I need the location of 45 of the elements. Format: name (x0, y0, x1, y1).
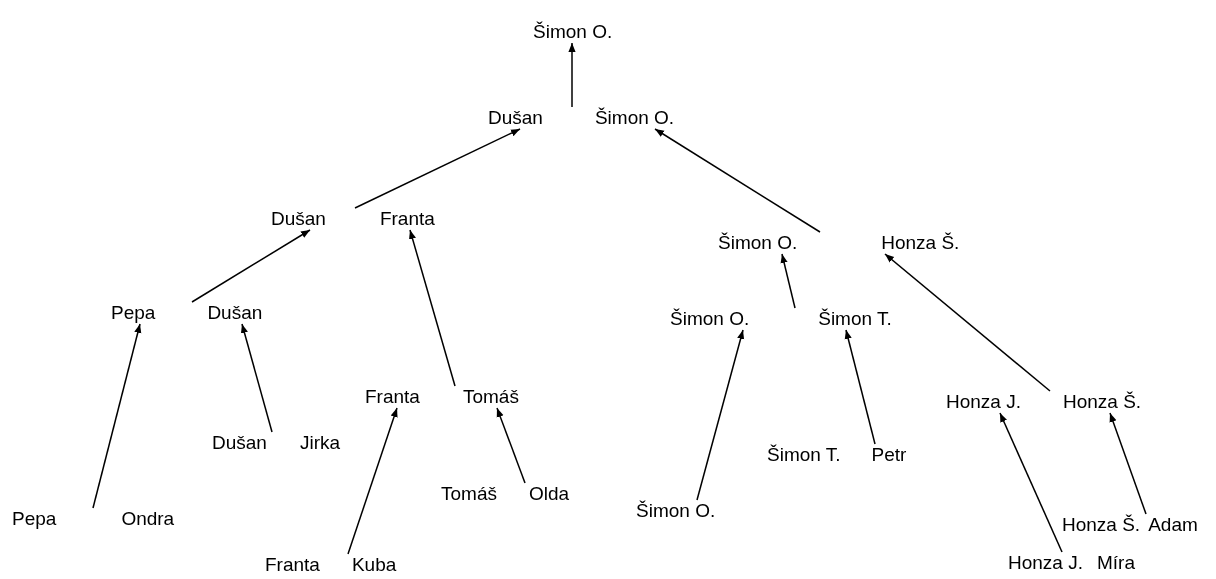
player-name: Dušan (271, 208, 326, 230)
arrow (354, 128, 521, 209)
player-name: Dušan (212, 432, 267, 454)
player-name: Šimon O. (636, 500, 716, 522)
player-name: Honza Š. (881, 232, 960, 254)
arrow (884, 253, 1051, 392)
player-name: Šimon O. (718, 232, 798, 254)
player-name: Tomáš (462, 386, 519, 408)
player-name: Adam (1148, 514, 1198, 536)
player-name: Franta (379, 208, 435, 230)
player-name: Honza Š. (1063, 391, 1142, 413)
arrow (696, 329, 745, 501)
arrow (844, 329, 876, 445)
player-name: Šimon O. (533, 21, 613, 43)
player-name: Jirka (299, 432, 341, 454)
arrow (496, 407, 526, 484)
player-name: Franta (365, 386, 420, 408)
arrow (191, 229, 311, 303)
player-name: Honza Š. (1062, 514, 1141, 536)
player-name: Ondra (121, 508, 175, 530)
player-name: Honza J. (1008, 552, 1083, 574)
player-name: Dušan (488, 107, 543, 129)
player-name: Petr (871, 444, 907, 466)
player-name: Pepa (111, 302, 156, 324)
arrow (780, 253, 796, 309)
arrow (347, 407, 398, 555)
arrow (1109, 412, 1147, 515)
arrow (999, 412, 1063, 553)
player-name: Tomáš (441, 483, 497, 505)
player-name: Franta (265, 554, 320, 576)
arrow (409, 229, 456, 387)
arrow (568, 42, 576, 108)
arrow (654, 128, 821, 233)
player-name: Míra (1097, 552, 1135, 574)
player-name: Honza J. (946, 391, 1021, 413)
player-name: Šimon O. (594, 107, 675, 129)
player-name: Šimon O. (670, 308, 750, 330)
player-name: Pepa (12, 508, 57, 530)
arrow (92, 323, 142, 509)
player-name: Kuba (351, 554, 397, 576)
player-name: Olda (528, 483, 570, 505)
player-name: Šimon T. (767, 444, 841, 466)
player-name: Dušan (207, 302, 263, 324)
player-name: Šimon T. (818, 308, 892, 330)
arrow (240, 323, 273, 433)
